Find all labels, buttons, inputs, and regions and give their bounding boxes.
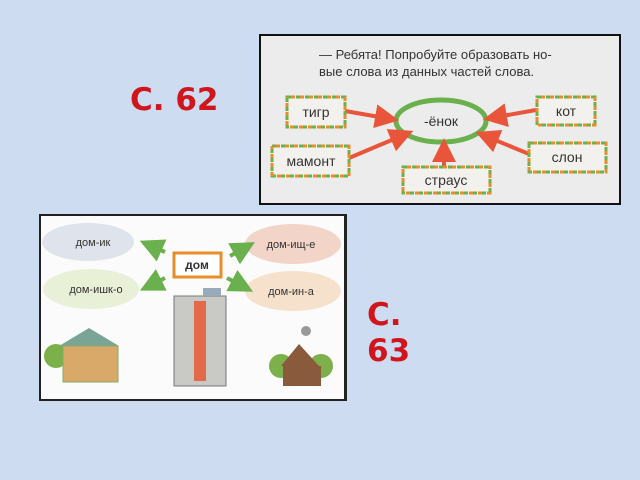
oval-domina-text: дом-ин-а bbox=[268, 286, 315, 298]
two-storey-house bbox=[44, 328, 119, 383]
box-mamont: мамонт bbox=[287, 153, 337, 169]
box-straus: страус bbox=[425, 172, 468, 188]
textbook-image-p62: — Ребята! Попробуйте образовать но- вые … bbox=[259, 34, 621, 205]
arrow-domina bbox=[226, 269, 254, 292]
suffix-text: -ёнок bbox=[424, 113, 459, 129]
oval-domik-text: дом-ик bbox=[76, 237, 111, 249]
oval-domishko-text: дом-ишк-о bbox=[69, 284, 122, 296]
instruction-line-2: вые слова из данных частей слова. bbox=[319, 64, 534, 79]
page-label-63: С. 63 bbox=[367, 297, 427, 369]
box-kot: кот bbox=[556, 103, 577, 119]
oval-domishche-text: дом-ищ-е bbox=[267, 239, 316, 251]
instruction-line-1: — Ребята! Попробуйте образовать но- bbox=[319, 47, 552, 62]
oval-domik bbox=[42, 223, 134, 261]
root-box bbox=[172, 251, 223, 279]
arrow-slon bbox=[475, 130, 530, 156]
page-label-63-number: 63 bbox=[367, 333, 411, 369]
apartment-building bbox=[173, 288, 227, 387]
oval-domina bbox=[245, 271, 341, 311]
box-tigr: тигр bbox=[302, 104, 329, 120]
oval-domishko bbox=[43, 269, 139, 309]
page-label-62: С. 62 bbox=[130, 82, 219, 118]
arrow-domishche bbox=[228, 242, 255, 265]
arrow-tigr bbox=[344, 104, 399, 129]
wooden-house bbox=[269, 326, 333, 386]
page-label-63-prefix: С. bbox=[367, 297, 402, 333]
arrow-kot bbox=[483, 103, 537, 128]
root-text: дом bbox=[185, 258, 209, 272]
box-slon: слон bbox=[552, 149, 583, 165]
arrow-domik bbox=[139, 239, 167, 262]
textbook-image-p63: дом-ик дом-ищ-е дом-ишк-о дом-ин-а дом bbox=[39, 214, 347, 401]
oval-domishche bbox=[245, 224, 341, 264]
arrow-domishko bbox=[139, 269, 167, 291]
arrow-mamont bbox=[348, 129, 414, 160]
